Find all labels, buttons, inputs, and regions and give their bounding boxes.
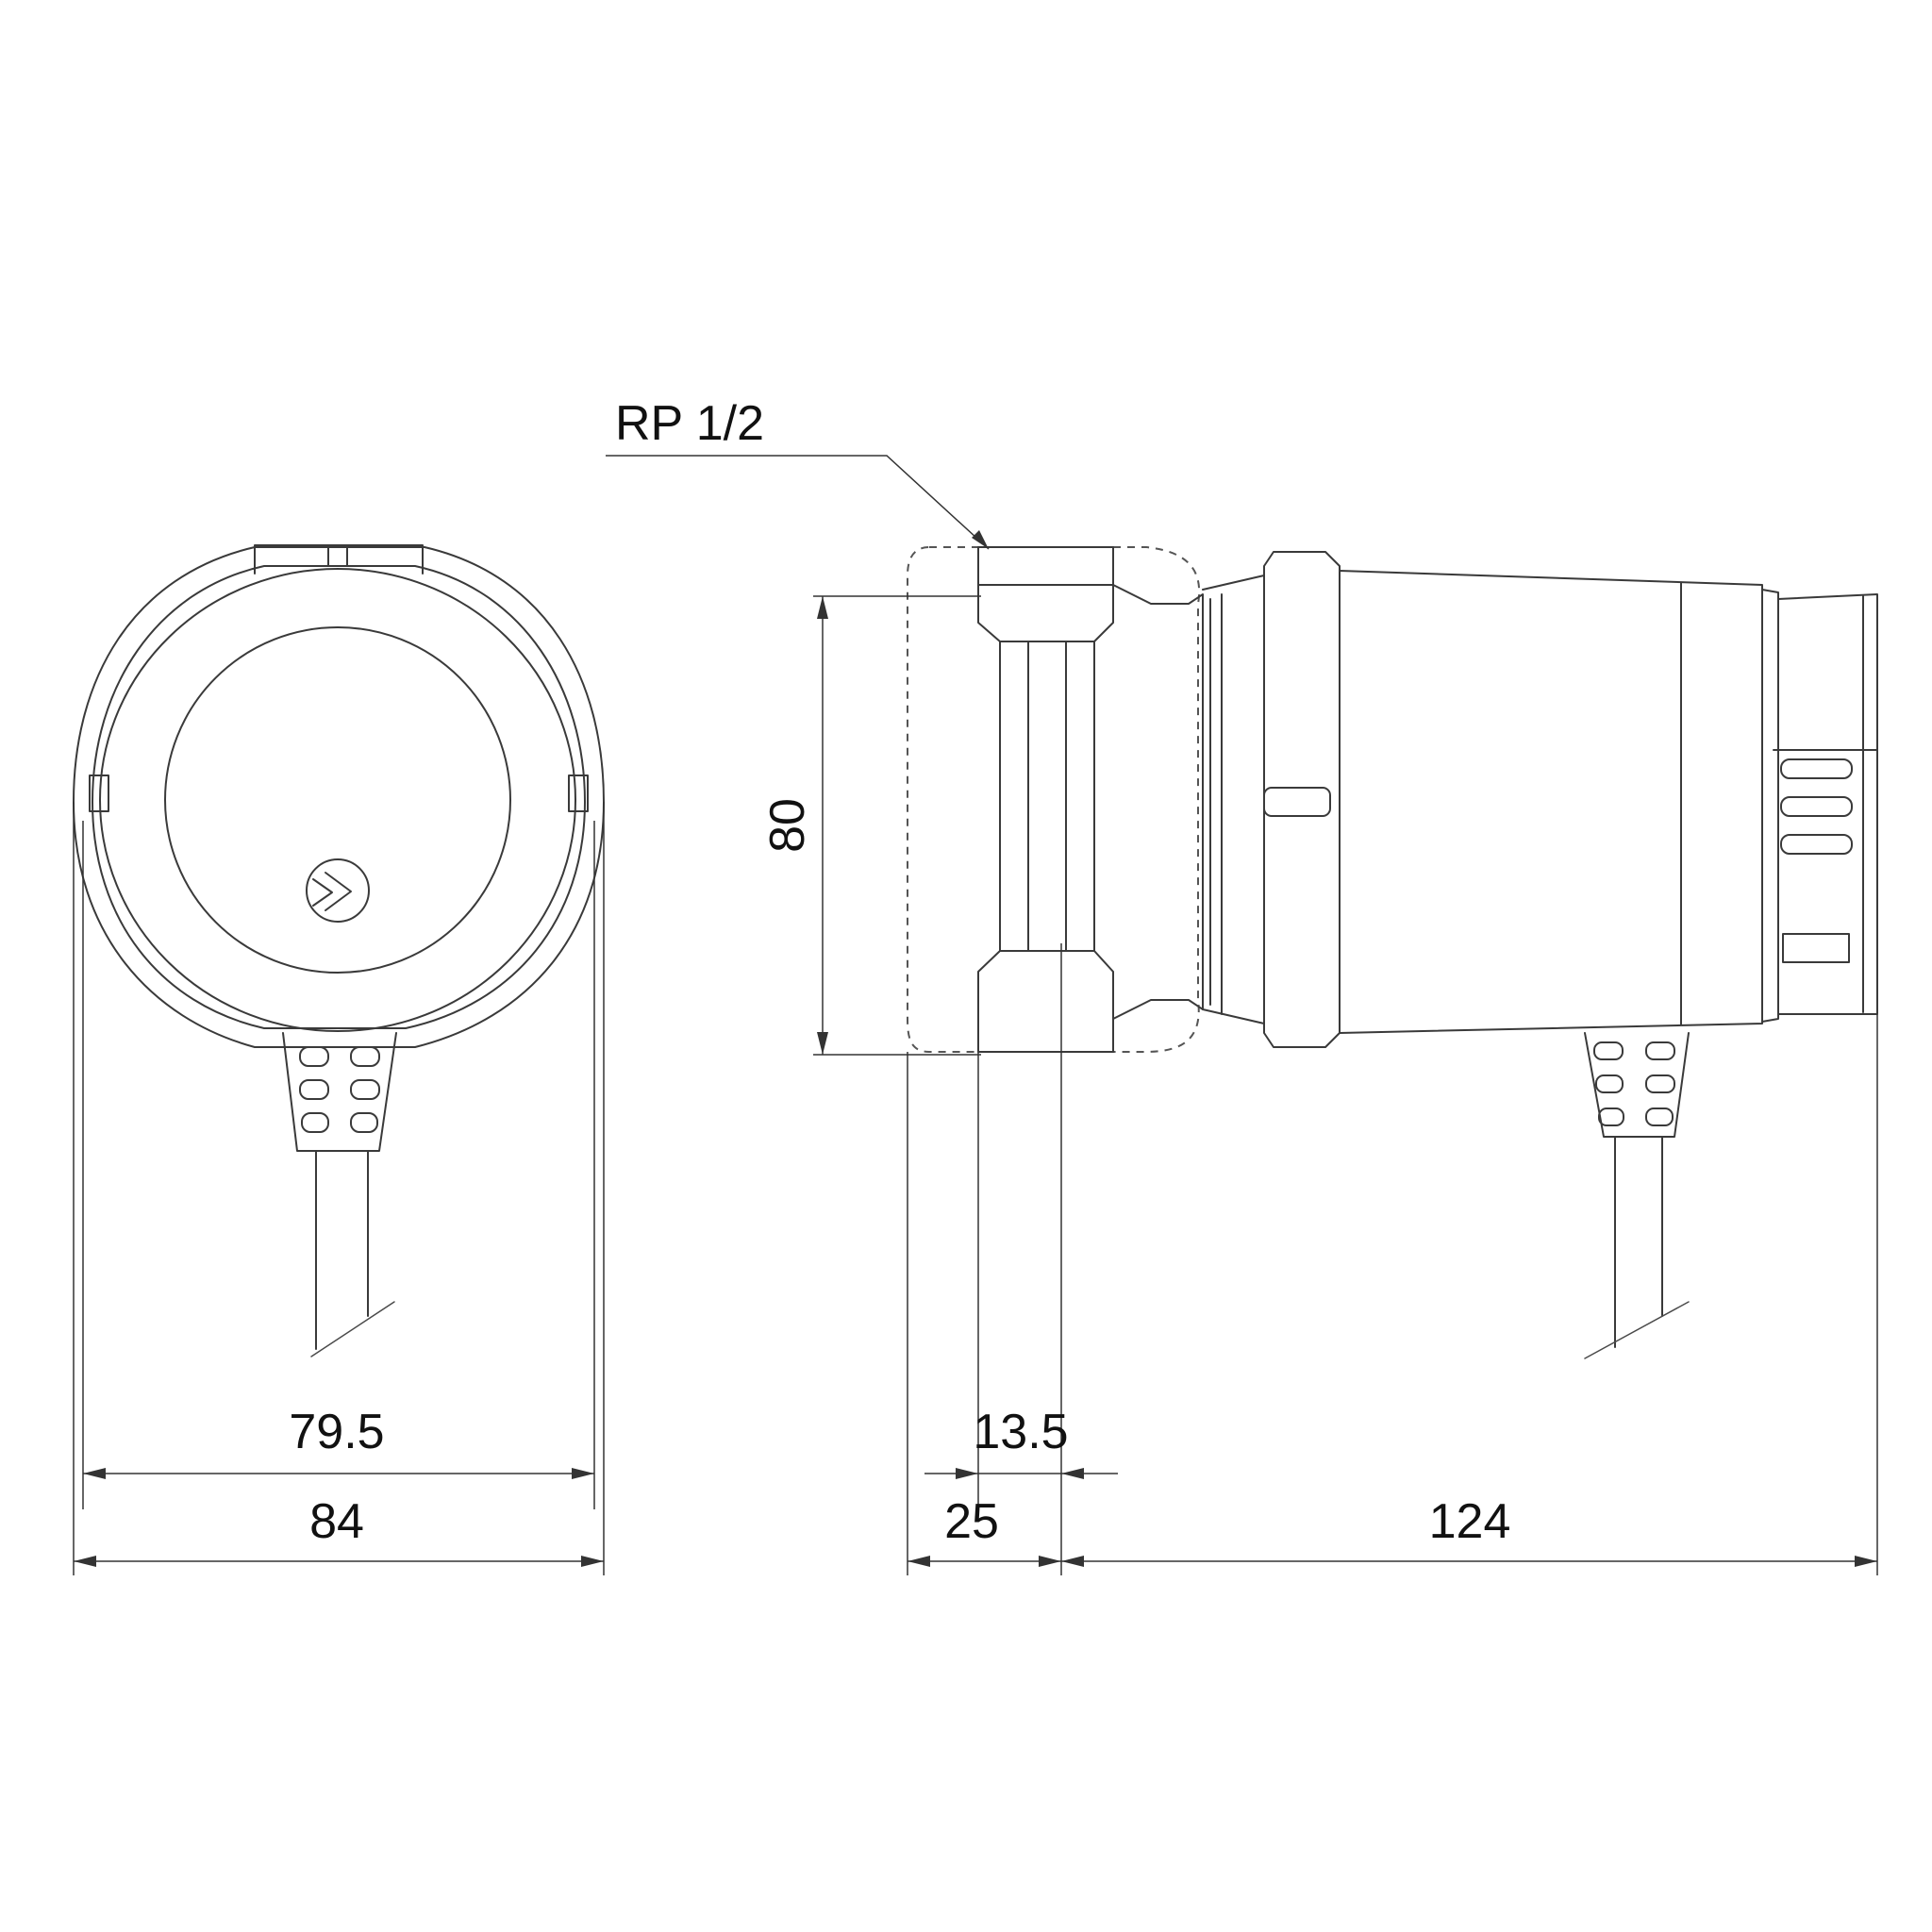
front-right-lug [568,774,589,812]
side-rear-cap [1761,589,1779,1023]
dim-body-length: 124 [1429,1494,1511,1549]
thread-callout-label: RP 1/2 [615,396,764,451]
front-top-clip [254,544,424,575]
front-view [73,544,605,1357]
dim-front-inner-width: 79.5 [289,1405,384,1459]
chevron-logo-icon [306,858,370,923]
dim-inlet-offset: 13.5 [973,1405,1068,1459]
dimension-lines [73,455,1878,1575]
side-pump-casing [977,546,1114,586]
dim-front-outer-width: 84 [309,1494,364,1549]
dim-port-length: 25 [944,1494,999,1549]
front-housing-outer [73,546,605,1048]
side-cable-connector [1584,1032,1690,1359]
side-view [907,546,1878,1359]
front-cable-connector [282,1032,397,1357]
side-motor-body [1339,570,1763,1034]
front-left-lug [89,774,109,812]
front-rotor-cover [164,626,511,974]
dim-height: 80 [760,798,815,853]
side-port-envelope [907,546,1201,1053]
side-union-nut [1202,575,1265,1024]
front-housing-inner [92,565,586,1029]
front-ring [99,568,576,1032]
